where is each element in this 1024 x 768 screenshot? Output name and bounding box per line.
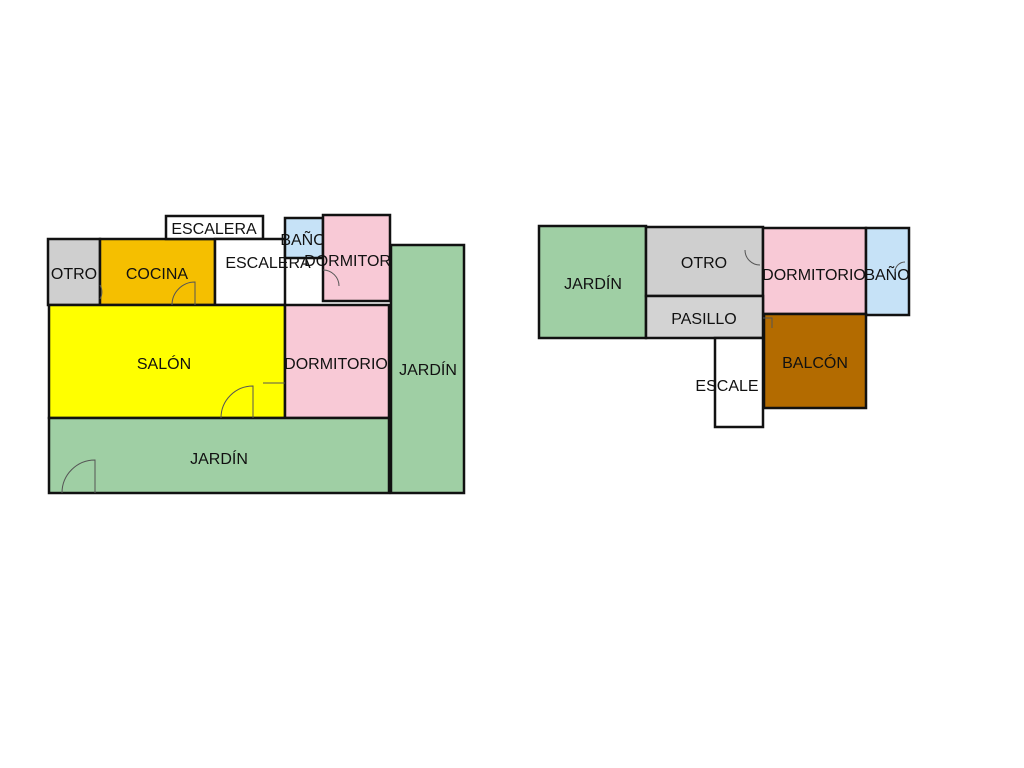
room-otro: OTRO — [644, 225, 765, 298]
room-label-bano: BAÑO — [864, 264, 909, 284]
room-label-salon: SALÓN — [137, 354, 191, 373]
door-swing — [744, 249, 761, 266]
room-area-pasillo — [644, 294, 765, 340]
room-label-jardin-right: JARDÍN — [399, 360, 457, 379]
room-label-dormitorio: DORMITORIO — [762, 267, 866, 284]
room-otro: OTRO — [46, 237, 102, 307]
room-label-jardin-bottom: JARDÍN — [190, 449, 248, 468]
door-swing — [61, 459, 96, 494]
room-label-pasillo: PASILLO — [671, 311, 737, 328]
room-escalera: ESCALE — [695, 336, 765, 429]
room-pasillo: PASILLO — [644, 294, 765, 340]
room-bano: BAÑO — [864, 226, 911, 317]
room-jardin-right: JARDÍN — [389, 243, 466, 495]
room-label-cocina: COCINA — [126, 266, 189, 283]
door-swing — [99, 284, 103, 300]
room-area-escalera — [713, 336, 765, 429]
room-label-bano: BAÑO — [280, 229, 325, 249]
door-swings — [61, 249, 906, 494]
room-area-balcon — [762, 312, 868, 410]
room-bano: BAÑO — [280, 216, 326, 260]
door-swing — [220, 385, 254, 419]
room-escalera-a: ESCALERA — [164, 214, 265, 241]
room-area-bano — [864, 226, 911, 317]
room-label-otro: OTRO — [51, 266, 97, 283]
door-swing — [894, 261, 906, 273]
room-salon: SALÓN — [47, 303, 287, 420]
room-balcon: BALCÓN — [762, 312, 868, 410]
room-area-cocina — [98, 237, 217, 307]
room-escalera-b: ESCALERA — [213, 237, 311, 307]
room-area-jardin-right — [389, 243, 466, 495]
room-dormitorio-1: DORMITORIO — [304, 213, 408, 303]
door-swing — [171, 281, 196, 306]
room-label-jardin: JARDÍN — [564, 274, 622, 293]
room-label-dormitorio-2: DORMITORIO — [284, 356, 388, 373]
room-jardin-bottom: JARDÍN — [47, 416, 391, 495]
room-area-otro — [644, 225, 765, 298]
room-area-jardin — [537, 224, 648, 340]
room-area-salon — [47, 303, 287, 420]
door-swing — [763, 317, 773, 328]
room-area-escalera-b — [213, 237, 287, 307]
door-swing — [322, 269, 340, 287]
room-area-dormitorio-1 — [321, 213, 392, 303]
room-label-escalera: ESCALE — [695, 378, 758, 395]
room-dormitorio: DORMITORIO — [761, 226, 868, 316]
room-label-escalera-b: ESCALERA — [225, 255, 311, 272]
room-label-otro: OTRO — [681, 255, 727, 272]
room-dormitorio-2: DORMITORIO — [283, 303, 391, 420]
room-area-jardin-bottom — [47, 416, 391, 495]
room-cocina: COCINA — [98, 237, 217, 307]
ground-floor-plan: OTRO COCINA ESCALERA ESCALERA BAÑO DORMITORIO… — [46, 213, 466, 495]
room-label-balcon: BALCÓN — [782, 353, 848, 372]
room-label-escalera-a: ESCALERA — [171, 221, 257, 238]
room-label-dormitorio-1: DORMITORIO — [304, 253, 408, 270]
room-jardin: JARDÍN — [537, 224, 648, 340]
